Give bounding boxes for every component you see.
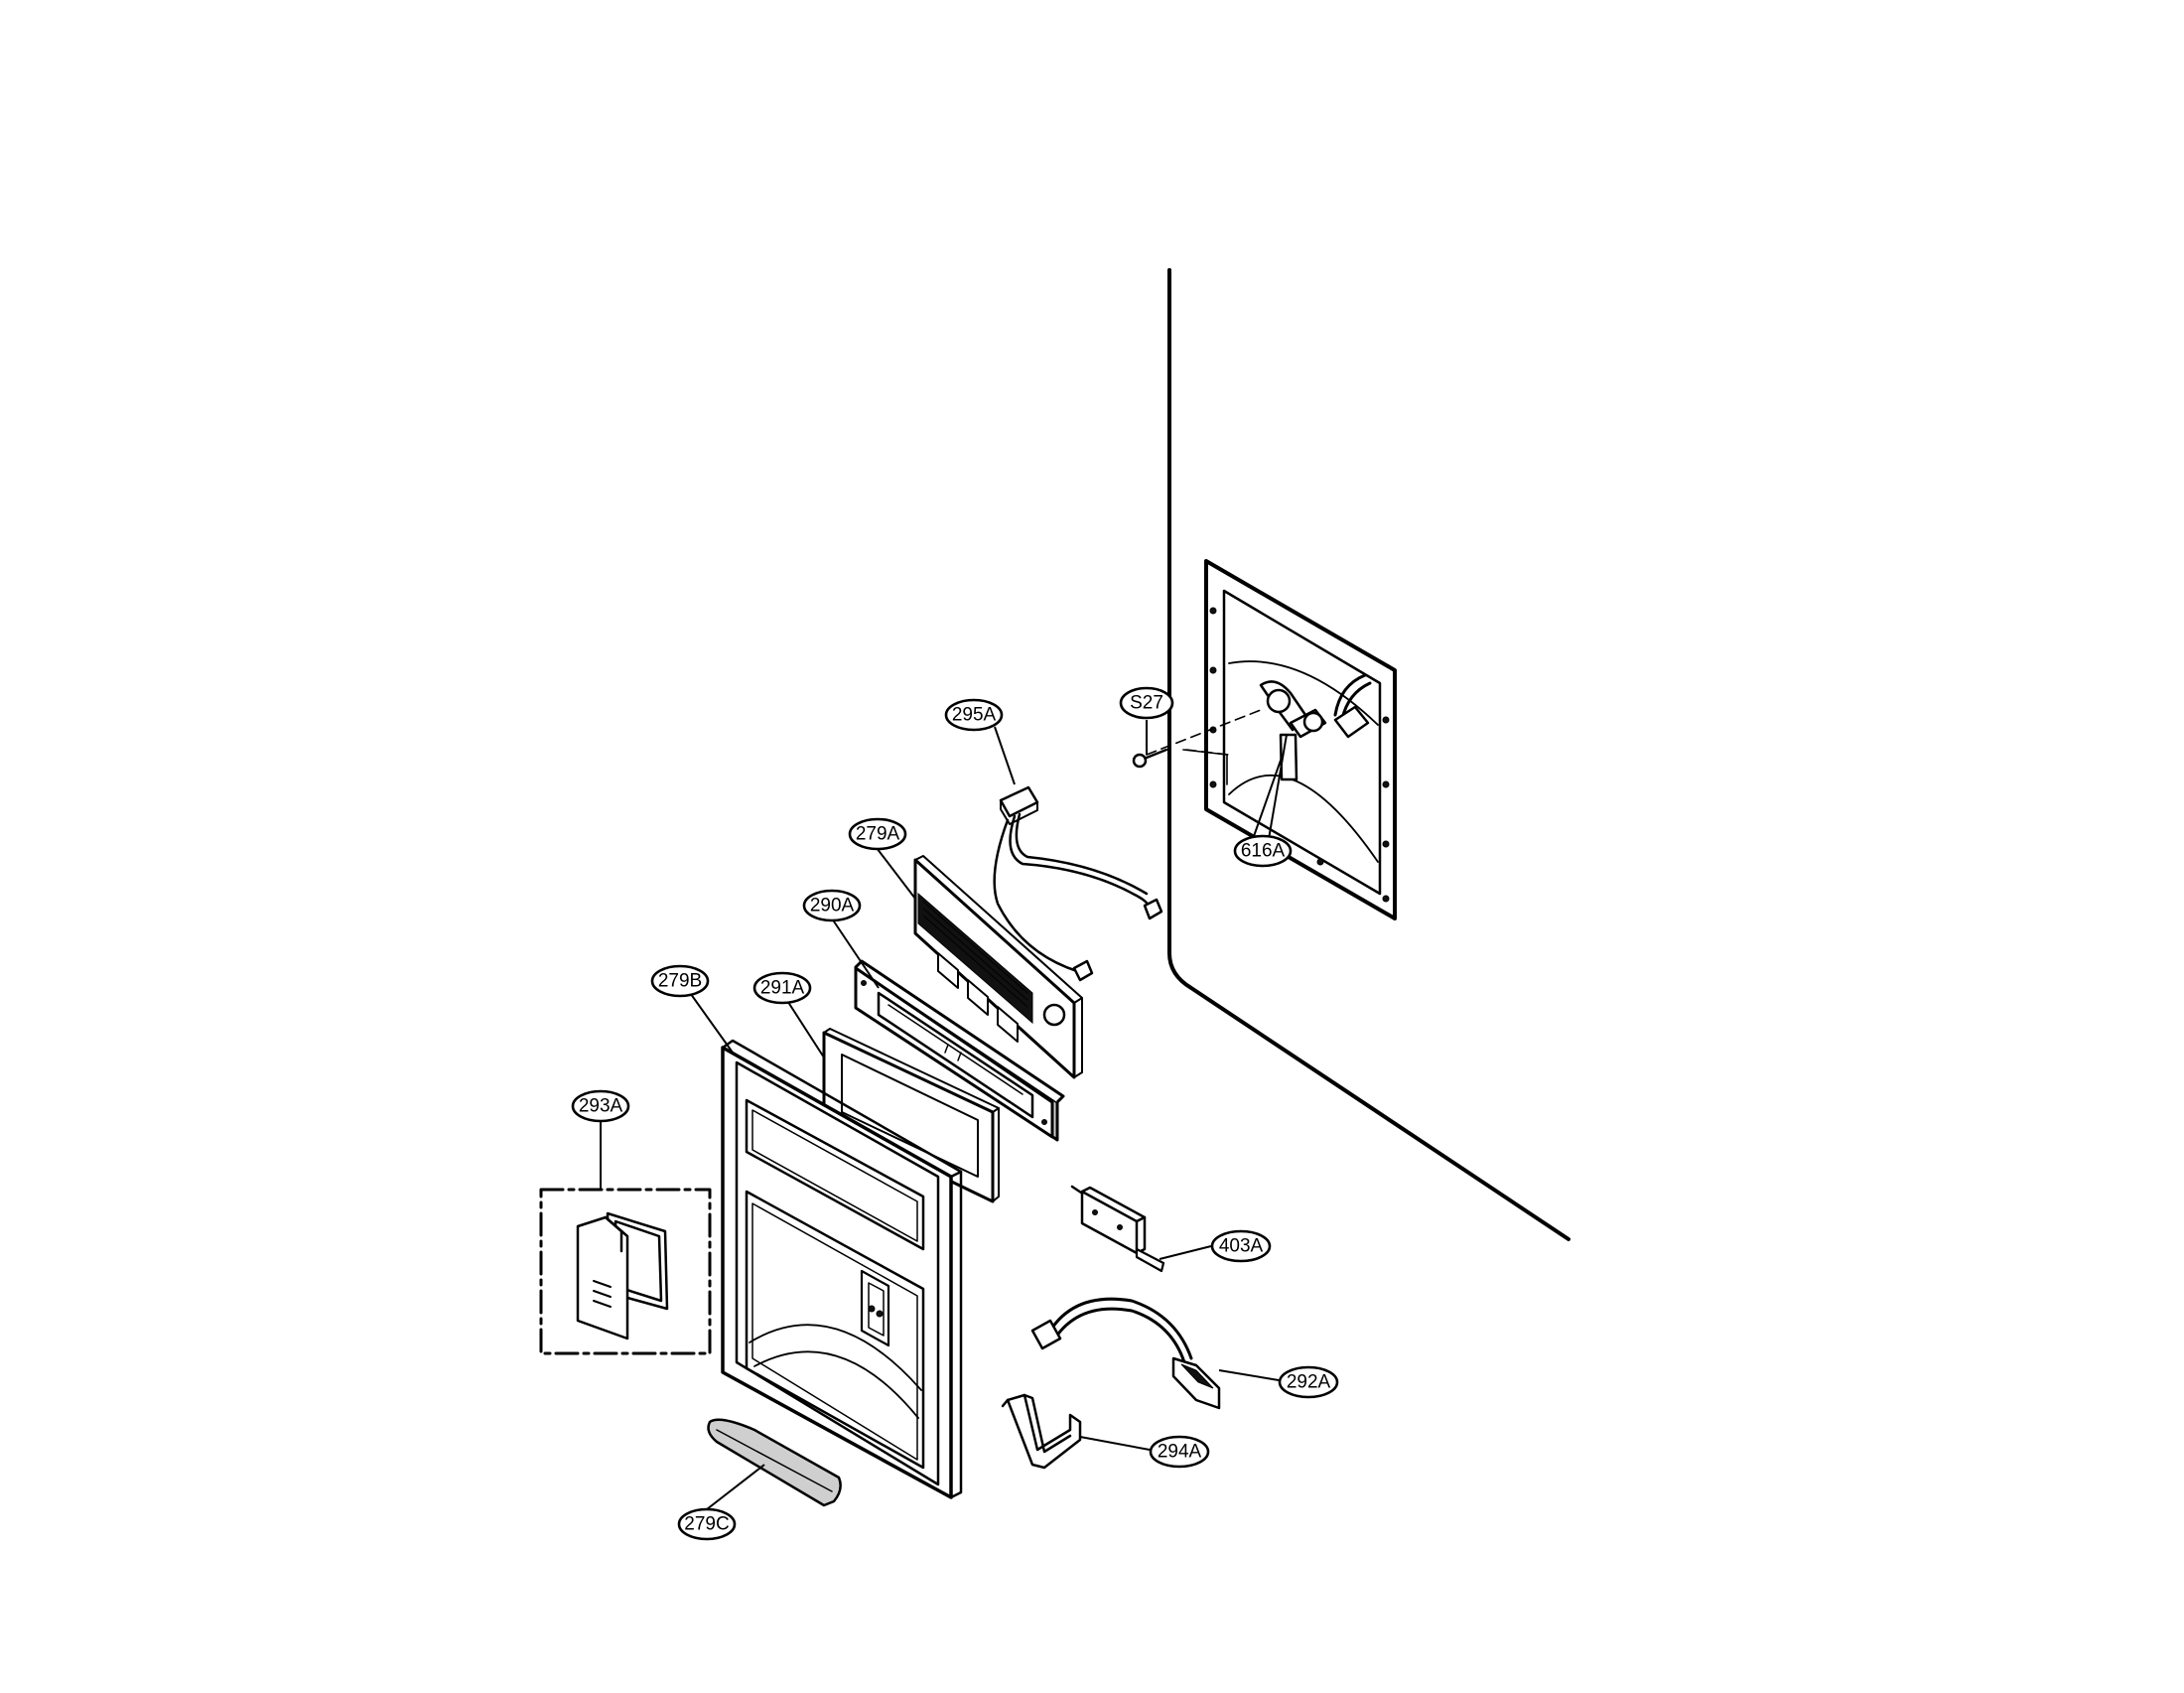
callout-616a: 616A — [1233, 834, 1293, 868]
callout-295a: 295A — [944, 698, 1004, 732]
callout-294a: 294A — [1149, 1435, 1210, 1469]
switch-403a — [1070, 1185, 1165, 1273]
callout-279b: 279B — [650, 964, 710, 998]
frame-290a — [854, 959, 1065, 1142]
callout-292a-label: 292A — [1287, 1372, 1331, 1393]
clip-294a — [1001, 1393, 1082, 1470]
screw-s27 — [1132, 748, 1168, 769]
callout-616a-label: 616A — [1241, 841, 1286, 862]
callout-s27: S27 — [1119, 686, 1174, 720]
callout-291a: 291A — [752, 971, 812, 1005]
bar-279c — [707, 1418, 842, 1507]
callout-294a-label: 294A — [1158, 1442, 1202, 1463]
callout-279c: 279C — [677, 1507, 737, 1541]
harness-292a — [1030, 1297, 1221, 1410]
callout-s27-label: S27 — [1130, 693, 1163, 714]
callout-290a: 290A — [802, 889, 862, 922]
control-board-279a — [913, 855, 1083, 1079]
door-outline — [1167, 268, 1570, 1241]
leader-lines — [600, 720, 1288, 1510]
callout-293a: 293A — [571, 1089, 630, 1123]
callout-290a-label: 290A — [810, 896, 855, 917]
part-293a-group — [539, 1188, 712, 1355]
harness-295a — [993, 785, 1163, 982]
callout-279b-label: 279B — [658, 971, 702, 992]
callout-279a-label: 279A — [856, 824, 900, 845]
callout-403a: 403A — [1210, 1229, 1272, 1263]
callout-279a: 279A — [848, 817, 907, 851]
callout-291a-label: 291A — [760, 978, 805, 999]
callout-295a-label: 295A — [952, 705, 997, 726]
callout-292a: 292A — [1278, 1365, 1339, 1399]
cover-panel-279b — [721, 1039, 963, 1499]
gasket-291a — [822, 1028, 1000, 1203]
callout-279c-label: 279C — [684, 1514, 729, 1535]
dispenser-housing — [1146, 559, 1397, 920]
callout-293a-label: 293A — [579, 1096, 623, 1117]
callout-403a-label: 403A — [1219, 1236, 1264, 1257]
